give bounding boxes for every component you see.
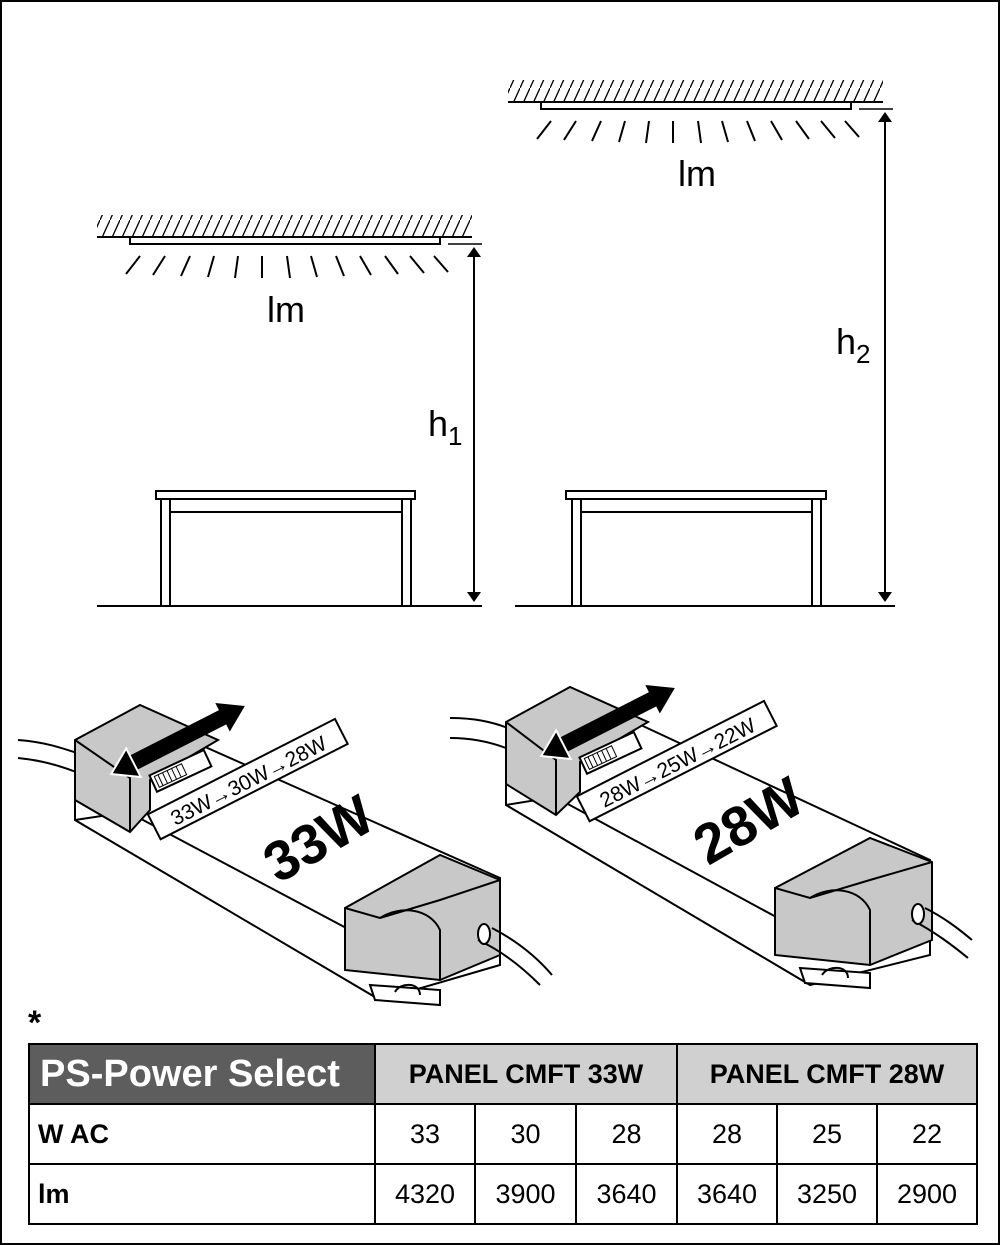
- installation-diagram: lm h1 lm: [17, 80, 973, 1007]
- row-label-lm: lm: [28, 1163, 376, 1225]
- height-label-right: h2: [836, 321, 871, 369]
- driver-28w: 28W→25W→22W 28W: [449, 685, 973, 990]
- group-header-33w: PANEL CMFT 33W: [373, 1043, 679, 1105]
- table-cell: 25: [776, 1103, 879, 1165]
- slide-arrow-33w: [109, 703, 245, 779]
- panel-luminaire-left: [129, 236, 441, 245]
- power-select-switch-33w[interactable]: [148, 748, 213, 794]
- row-label-wac: W AC: [28, 1103, 376, 1165]
- footnote-asterisk: *: [28, 1004, 42, 1042]
- slide-arrow-28w: [539, 685, 675, 761]
- ceiling-left: [97, 215, 472, 237]
- table-cell: 3900: [474, 1163, 577, 1225]
- table-cell: 22: [876, 1103, 979, 1165]
- table-cell: 2900: [876, 1163, 979, 1225]
- cable-right-in: [449, 717, 509, 729]
- table-cell: 3640: [676, 1163, 779, 1225]
- cable-left-in: [17, 739, 81, 755]
- table-title: PS-Power Select: [28, 1043, 376, 1105]
- lumen-label-right: lm: [678, 153, 716, 194]
- table-furniture-left: [155, 490, 416, 607]
- scene-right: lm h2: [508, 80, 895, 607]
- table-cell: 30: [474, 1103, 577, 1165]
- table-cell: 4320: [374, 1163, 476, 1225]
- height-label-left: h1: [428, 403, 463, 451]
- power-select-switch-28w[interactable]: [578, 730, 643, 776]
- table-furniture-right: [565, 490, 827, 607]
- table-cell: 28: [676, 1103, 779, 1165]
- end-cap-right-33w: [344, 853, 501, 982]
- panel-luminaire-right: [540, 101, 852, 110]
- table-row: W AC 33 30 28 28 25 22: [28, 1103, 979, 1165]
- driver-33w: 33W→30W→28W 33W: [17, 703, 553, 1007]
- power-select-table: PS-Power Select PANEL CMFT 33W PANEL CMF…: [28, 1043, 979, 1225]
- lumen-label-left: lm: [267, 289, 305, 330]
- table-row: lm 4320 3900 3640 3640 3250 2900: [28, 1163, 979, 1225]
- table-cell: 3250: [776, 1163, 879, 1225]
- light-rays-left: [125, 255, 449, 279]
- end-cap-right-28w: [774, 836, 933, 967]
- light-rays-right: [536, 120, 860, 144]
- group-header-28w: PANEL CMFT 28W: [676, 1043, 979, 1105]
- scene-left: lm h1: [97, 215, 482, 607]
- table-cell: 3640: [574, 1163, 679, 1225]
- ceiling-right: [508, 80, 883, 102]
- table-cell: 33: [374, 1103, 476, 1165]
- table-cell: 28: [574, 1103, 679, 1165]
- table-header-row: PS-Power Select PANEL CMFT 33W PANEL CMF…: [28, 1043, 979, 1105]
